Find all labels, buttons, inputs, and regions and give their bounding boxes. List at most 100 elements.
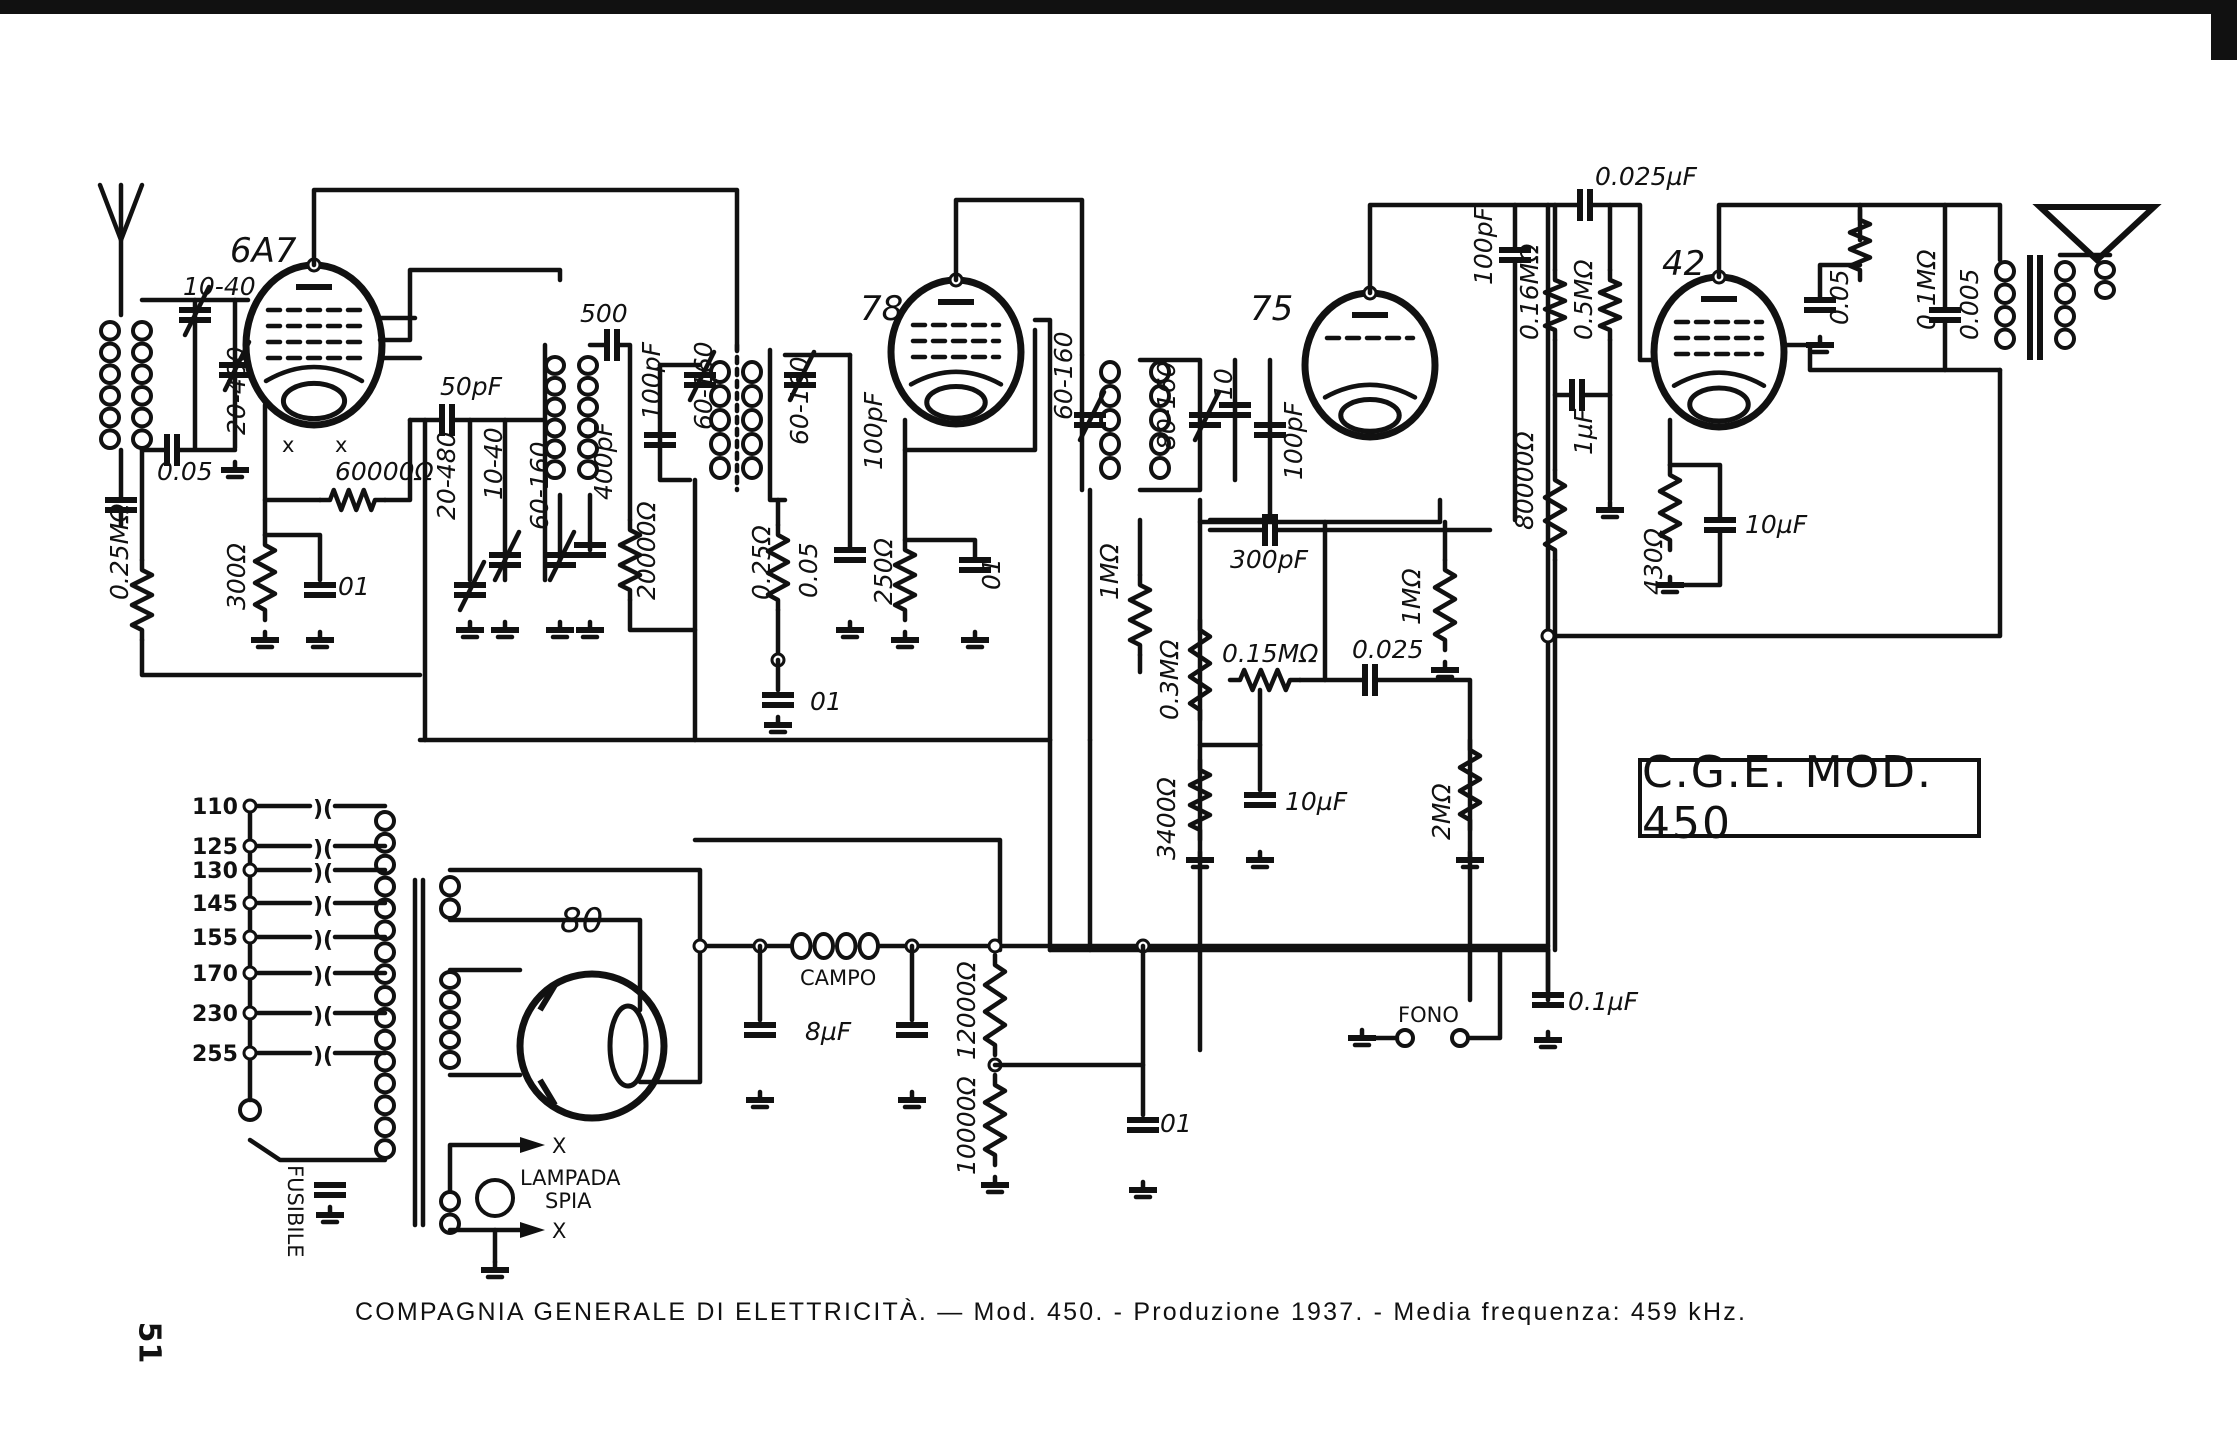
resistor	[1457, 737, 1483, 833]
resistor	[317, 487, 388, 513]
wire	[139, 637, 423, 678]
x-marker: x	[335, 433, 347, 457]
coil-loop	[374, 1050, 396, 1073]
junction-node	[242, 1005, 258, 1021]
component-label: 2MΩ	[1427, 783, 1456, 840]
coil-loop	[577, 355, 599, 376]
tube-heater	[1338, 397, 1402, 434]
component-label: 0.05	[157, 457, 213, 486]
junction-node	[692, 938, 708, 954]
coil-loop	[1099, 408, 1121, 432]
mains-tap-label: 170	[192, 962, 238, 987]
coil-loop	[1994, 305, 2016, 328]
component-label: LAMPADA	[520, 1166, 621, 1190]
coil-loop	[709, 408, 731, 432]
coil-loop	[131, 428, 153, 450]
tap-link: )(	[313, 894, 333, 919]
wire	[1667, 527, 1723, 588]
component-label: 100pF	[859, 391, 888, 470]
wire	[627, 597, 698, 633]
component-label: 0.025	[1352, 635, 1424, 664]
component-label: 500	[580, 299, 628, 328]
tube-cathode	[908, 369, 1004, 387]
junction-node	[242, 929, 258, 945]
coil-loop	[99, 385, 121, 407]
coil-loop	[1149, 408, 1171, 432]
component-label: 100pF	[1279, 401, 1308, 480]
tap-link: )(	[313, 928, 333, 953]
coil-loop	[374, 1094, 396, 1117]
junction-node	[242, 862, 258, 878]
component-label: 10µF	[1745, 510, 1808, 539]
resistor	[982, 952, 1008, 1058]
component-label: 10000Ω	[952, 1076, 981, 1175]
component-label: 1MΩ	[1397, 568, 1426, 625]
coil-loop	[374, 810, 396, 832]
junction-node	[242, 838, 258, 854]
mains-tap-label: 230	[192, 1002, 238, 1027]
coil-loop	[741, 384, 763, 408]
component-label: 1MΩ	[1095, 543, 1124, 600]
coil-loop	[544, 355, 566, 376]
component-label: 0.15MΩ	[1222, 639, 1318, 668]
wire	[657, 362, 693, 483]
resistor	[1187, 617, 1213, 723]
tube-cathode	[1671, 370, 1767, 388]
variable-capacitor-arrow	[1192, 389, 1222, 443]
component-label: 01	[810, 687, 842, 716]
arrow-icon	[520, 1137, 545, 1153]
component-label: 0.25MΩ	[105, 504, 134, 600]
pilot-lamp-icon	[475, 1178, 515, 1218]
coil-loop	[2054, 260, 2076, 283]
junction-node	[987, 938, 1003, 954]
coil-loop	[544, 417, 566, 439]
coil-loop	[1149, 456, 1171, 480]
component-label: 60-160	[689, 341, 718, 430]
wire	[1780, 342, 2003, 373]
wire	[767, 347, 788, 503]
wire	[1587, 202, 1658, 363]
component-label: 10µF	[1285, 787, 1348, 816]
speaker-icon	[2032, 204, 2162, 265]
coil-loop	[812, 932, 835, 960]
caption: COMPAGNIA GENERALE DI ELETTRICITÀ. — Mod…	[355, 1298, 1748, 1326]
tube-label-75: 75	[1250, 289, 1293, 329]
wire	[1817, 262, 1863, 303]
coil-loop	[1994, 282, 2016, 305]
tap-link: )(	[313, 837, 333, 862]
tube-cathode	[263, 364, 365, 384]
coil-loop	[374, 985, 396, 1007]
coil-loop	[439, 1212, 461, 1235]
coil-loop	[1099, 456, 1121, 480]
coil-loop	[99, 320, 121, 342]
coil-loop	[709, 384, 731, 408]
variable-capacitor-arrow	[457, 559, 487, 613]
component-label: 60000Ω	[335, 457, 434, 486]
component-label: 10	[1209, 368, 1238, 400]
x-marker: x	[282, 433, 294, 457]
component-label: 80-160	[1152, 361, 1181, 450]
coil-loop	[1149, 384, 1171, 408]
component-label: 0.3MΩ	[1155, 640, 1184, 720]
coil-loop	[1149, 432, 1171, 456]
coil-loop	[790, 932, 813, 960]
coil-loop	[131, 320, 153, 342]
component-label: 50pF	[440, 372, 503, 401]
coil-loop	[835, 932, 858, 960]
coil-loop	[439, 875, 461, 898]
component-label: 0.16MΩ	[1515, 244, 1544, 340]
coil-loop	[2054, 327, 2076, 350]
component-label: 0.25Ω	[747, 525, 776, 600]
component-label: 3400Ω	[1152, 777, 1181, 860]
wire	[1667, 462, 1723, 523]
coil-loop	[99, 341, 121, 364]
coil-loop	[544, 438, 566, 460]
coil-loop	[99, 363, 121, 385]
resistor	[892, 537, 918, 623]
coil-loop	[374, 1006, 396, 1029]
coil-loop	[577, 417, 599, 439]
tap-link: )(	[313, 964, 333, 989]
mains-tap-label: 125	[192, 835, 238, 860]
wire	[1545, 367, 2003, 639]
coil-loop	[439, 1190, 461, 1213]
